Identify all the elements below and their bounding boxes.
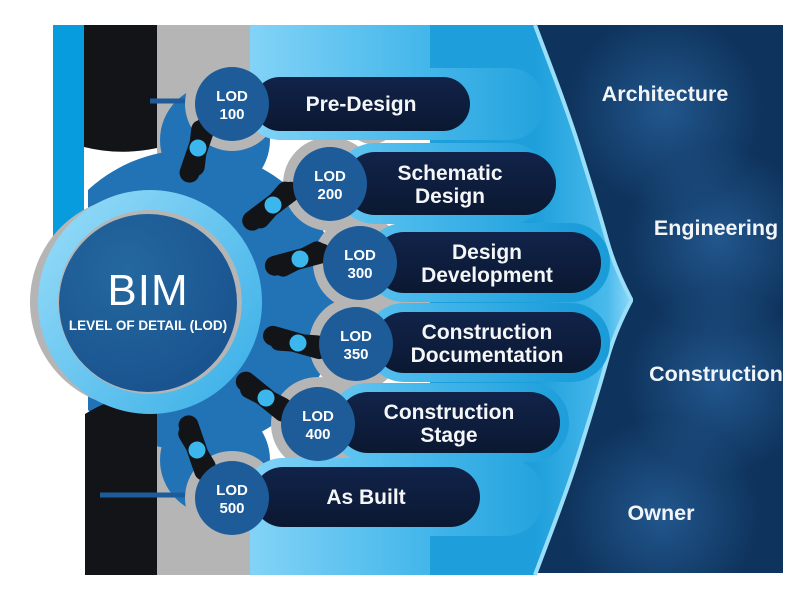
lod-label: LOD xyxy=(302,408,334,425)
lod-circle-350: LOD 350 xyxy=(319,307,393,381)
bim-subtitle: LEVEL OF DETAIL (LOD) xyxy=(69,318,227,333)
lod-value: 350 xyxy=(343,346,368,363)
black-column-top xyxy=(84,25,157,152)
propeller-icon xyxy=(235,371,294,422)
stakeholder-owner: Owner xyxy=(628,501,696,525)
stage-pill-schematic-design: Schematic Design xyxy=(344,152,556,215)
stage-label-line1: Schematic xyxy=(397,162,502,185)
panel-glows xyxy=(562,25,783,573)
lod-circle-300: LOD 300 xyxy=(323,226,397,300)
stakeholder-labels: Architecture Engineering Construction Ow… xyxy=(602,82,783,525)
stage-label-line1: Design xyxy=(452,241,522,264)
lod-value: 200 xyxy=(317,186,342,203)
stage-label-line2: Design xyxy=(415,185,485,208)
lod-circles: LOD 100 LOD 200 LOD 300 LOD 350 LOD 400 … xyxy=(195,67,397,535)
lod-circle-100: LOD 100 xyxy=(195,67,269,141)
propeller-icon xyxy=(242,181,301,231)
lod-value: 100 xyxy=(219,106,244,123)
lod-label: LOD xyxy=(340,328,372,345)
stage-pill-construction-stage: Construction Stage xyxy=(338,392,560,453)
lod-circle-200: LOD 200 xyxy=(293,147,367,221)
stage-label: As Built xyxy=(326,486,405,509)
stakeholder-engineering: Engineering xyxy=(654,216,778,240)
stage-label-line2: Stage xyxy=(420,424,477,447)
propeller-icon xyxy=(263,325,330,360)
lod-value: 400 xyxy=(305,426,330,443)
bim-hub: BIM LEVEL OF DETAIL (LOD) xyxy=(38,190,262,414)
stakeholder-architecture: Architecture xyxy=(602,82,729,106)
propeller-icon xyxy=(179,117,216,183)
bim-circle xyxy=(59,214,237,392)
stage-label-line1: Construction xyxy=(384,401,515,424)
stage-label: Pre-Design xyxy=(306,93,417,116)
black-column-bottom xyxy=(85,395,157,575)
stage-pills: Pre-Design Schematic Design Design Devel… xyxy=(253,77,601,527)
stage-pill-as-built: As Built xyxy=(253,467,480,527)
lod-value: 300 xyxy=(347,265,372,282)
lod-label: LOD xyxy=(314,168,346,185)
stage-label-line2: Development xyxy=(421,264,553,287)
stage-pill-construction-documentation: Construction Documentation xyxy=(374,312,601,373)
bim-ring xyxy=(38,190,262,414)
stage-label-line1: Construction xyxy=(422,321,553,344)
stage-pill-pre-design: Pre-Design xyxy=(253,77,470,131)
bim-title: BIM xyxy=(107,266,188,315)
lod-value: 500 xyxy=(219,500,244,517)
lod-circle-500: LOD 500 xyxy=(195,461,269,535)
lod-circle-400: LOD 400 xyxy=(281,387,355,461)
cyan-vertical-band xyxy=(53,25,84,240)
lod-label: LOD xyxy=(216,88,248,105)
lod-label: LOD xyxy=(344,247,376,264)
stage-pill-design-development: Design Development xyxy=(374,232,601,293)
stakeholder-construction: Construction xyxy=(649,362,783,386)
stage-label-line2: Documentation xyxy=(411,344,564,367)
lod-label: LOD xyxy=(216,482,248,499)
funnel-rim xyxy=(533,24,633,576)
propeller-icon xyxy=(264,241,332,277)
propeller-icon xyxy=(178,415,216,481)
propeller-connectors xyxy=(178,117,332,481)
